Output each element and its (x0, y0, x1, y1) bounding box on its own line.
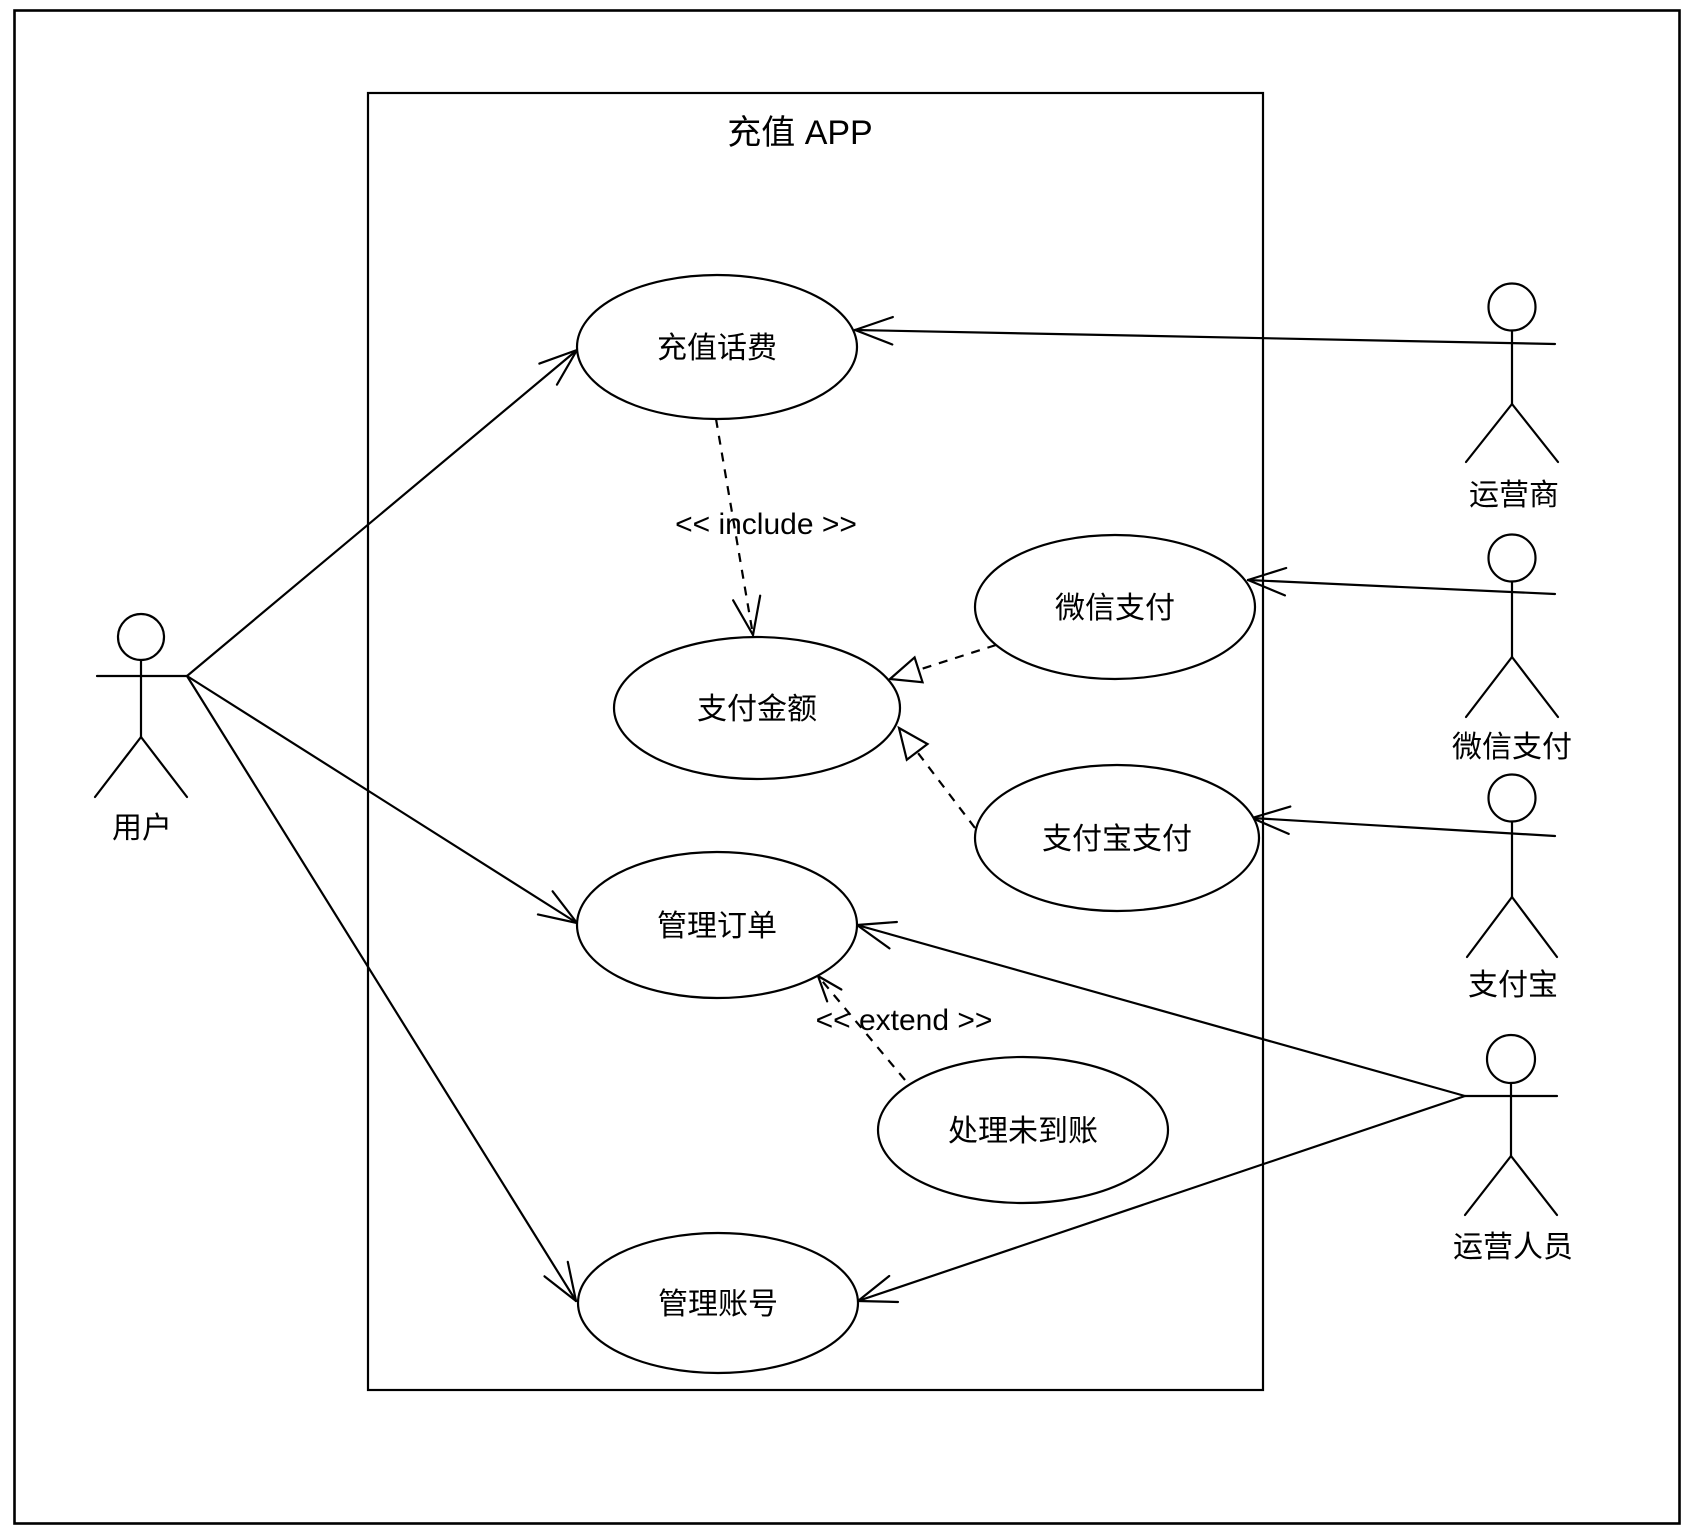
alipay-actor-to-alipay-pay (1250, 816, 1557, 838)
user-to-manage-account-arrowhead (543, 1275, 578, 1303)
user-to-recharge (185, 348, 579, 678)
ops-staff-to-manage-account (856, 1094, 1467, 1303)
user-to-manage-orders-arrowhead (551, 890, 579, 925)
extend-handle-missing-to-manage-orders (817, 975, 906, 1081)
user-to-recharge-arrowhead (538, 348, 579, 365)
actor-label-ops-staff: 运营人员 (1453, 1231, 1573, 1264)
use-case-label-manage-orders: 管理订单 (657, 910, 777, 943)
alipay-actor-to-alipay-pay-arrowhead (1250, 805, 1292, 820)
wechat-pay-to-pay-amount-generalization-hollow-arrowhead (887, 655, 925, 684)
ops-staff-to-manage-orders-arrowhead (855, 923, 891, 950)
wechat-pay-to-pay-amount-generalization (918, 643, 997, 671)
user-to-recharge-arrowhead (555, 348, 579, 386)
use-case-ellipse-recharge-credit (575, 273, 859, 421)
use-case-label-alipay-pay-uc: 支付宝支付 (1042, 823, 1192, 856)
actor-leg-alipay-actor-1 (1510, 895, 1559, 959)
actor-operator: 运营商 (1464, 282, 1560, 512)
actor-label-wechat-pay-actor: 微信支付 (1452, 731, 1572, 764)
include-recharge-to-pay-amount (714, 418, 755, 636)
actor-head-ops-staff (1485, 1033, 1537, 1085)
user-to-manage-account (185, 674, 578, 1303)
actor-wechat-pay-actor: 微信支付 (1452, 533, 1572, 764)
wechat-actor-to-wechat-pay (1246, 578, 1557, 596)
user-to-manage-orders (185, 674, 579, 925)
use-case-manage-orders: 管理订单 (575, 850, 859, 1000)
actor-leg-ops-staff-0 (1463, 1154, 1513, 1217)
actor-leg-alipay-actor-0 (1465, 895, 1514, 959)
use-case-handle-missing-payment: 处理未到账 (876, 1055, 1170, 1205)
actor-leg-user-1 (139, 735, 189, 799)
actor-label-user: 用户 (112, 812, 172, 845)
use-case-recharge-credit: 充值话费 (575, 273, 859, 421)
use-case-ellipse-alipay-pay-uc (973, 763, 1261, 913)
use-case-manage-account: 管理账号 (576, 1231, 860, 1375)
use-case-label-wechat-pay-uc: 微信支付 (1055, 592, 1175, 625)
actor-leg-ops-staff-1 (1509, 1154, 1559, 1217)
wechat-actor-to-wechat-pay-arrowhead (1246, 566, 1288, 582)
operator-to-recharge-arrowhead (853, 315, 894, 332)
ops-staff-to-manage-orders-arrowhead (855, 920, 898, 927)
actor-leg-operator-1 (1510, 402, 1560, 464)
ops-staff-to-manage-orders (855, 923, 1467, 1098)
use-case-ellipse-manage-orders (575, 850, 859, 1000)
ops-staff-to-manage-account-arrowhead (856, 1274, 891, 1303)
use-case-label-recharge-credit: 充值话费 (657, 332, 777, 365)
use-case-ellipse-manage-account (576, 1231, 860, 1375)
actor-leg-user-0 (93, 735, 143, 799)
wechat-actor-to-wechat-pay-arrowhead (1246, 578, 1287, 597)
actor-label-operator: 运营商 (1469, 479, 1559, 512)
use-case-wechat-pay-uc: 微信支付 (973, 533, 1257, 681)
system-title: 充值 APP (727, 114, 872, 152)
operator-to-recharge (853, 328, 1557, 346)
actor-leg-wechat-pay-actor-1 (1510, 655, 1560, 719)
actor-label-alipay-actor: 支付宝 (1468, 969, 1558, 1002)
use-case-alipay-pay-uc: 支付宝支付 (973, 763, 1261, 913)
user-to-manage-account-arrowhead (566, 1260, 578, 1303)
actor-alipay-actor: 支付宝 (1465, 773, 1559, 1002)
actor-ops-staff: 运营人员 (1453, 1033, 1573, 1264)
use-case-label-pay-amount: 支付金额 (697, 693, 817, 726)
extend-handle-missing-to-manage-orders-arrowhead (816, 974, 829, 1003)
use-case-label-handle-missing-payment: 处理未到账 (948, 1115, 1098, 1148)
use-case-ellipse-handle-missing-payment (876, 1055, 1170, 1205)
actor-head-alipay-actor (1487, 773, 1537, 823)
use-case-label-manage-account: 管理账号 (658, 1288, 778, 1321)
ops-staff-to-manage-account-arrowhead (856, 1299, 900, 1304)
include-recharge-to-pay-amount-stereotype-label: << include >> (675, 508, 857, 541)
actor-leg-operator-0 (1464, 402, 1514, 464)
alipay-pay-to-pay-amount-generalization-hollow-arrowhead (897, 725, 930, 762)
use-case-ellipse-pay-amount (612, 635, 902, 781)
include-recharge-to-pay-amount-arrowhead (751, 594, 762, 637)
user-to-manage-orders-arrowhead (536, 913, 579, 925)
actor-user: 用户 (93, 612, 189, 845)
actor-leg-wechat-pay-actor-0 (1464, 655, 1514, 719)
alipay-actor-to-alipay-pay-arrowhead (1250, 816, 1290, 836)
extend-handle-missing-to-manage-orders-stereotype-label: << extend >> (816, 1004, 993, 1037)
actor-head-wechat-pay-actor (1487, 533, 1537, 583)
use-case-ellipse-wechat-pay-uc (973, 533, 1257, 681)
use-case-pay-amount: 支付金额 (612, 635, 902, 781)
operator-to-recharge-arrowhead (853, 328, 894, 346)
actor-head-operator (1487, 282, 1537, 332)
actor-head-user (116, 612, 166, 662)
include-recharge-to-pay-amount-arrowhead (732, 599, 755, 637)
extend-handle-missing-to-manage-orders-arrowhead (816, 974, 843, 991)
page-border (13, 9, 1681, 1525)
